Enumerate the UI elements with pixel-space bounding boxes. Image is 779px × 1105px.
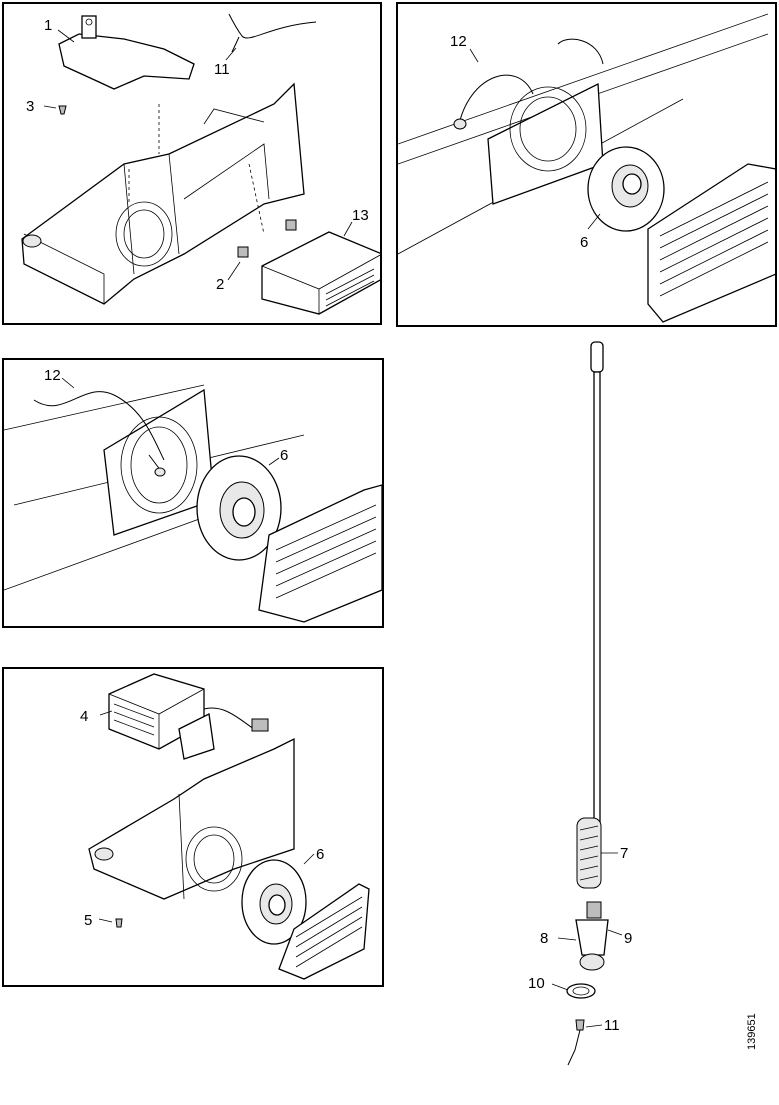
callout-12: 12	[44, 367, 61, 384]
callout-9: 9	[624, 930, 632, 947]
callout-7: 7	[620, 845, 628, 862]
callout-10: 10	[528, 975, 545, 992]
callout-4: 4	[80, 708, 88, 725]
antenna-illustration: 7 8 9 10 11	[528, 341, 632, 1066]
dash-speaker-illustration: 4 6 5	[80, 673, 370, 980]
callout-12: 12	[450, 33, 467, 50]
callout-11: 11	[604, 1017, 620, 1034]
dash-amplifier-illustration: 1 3 11 13 2	[21, 13, 380, 315]
callout-3: 3	[26, 98, 34, 115]
panel-door-speaker-upper: 6 12	[396, 2, 777, 327]
callout-6: 6	[316, 846, 324, 863]
callout-13: 13	[352, 207, 369, 224]
panel-dash-amplifier: 1 3 11 13 2	[2, 2, 382, 325]
callout-6: 6	[280, 447, 288, 464]
callout-1: 1	[44, 17, 52, 34]
callout-5: 5	[84, 912, 92, 929]
callout-6: 6	[580, 234, 588, 251]
door-speaker-upper-illustration: 6 12	[398, 13, 775, 323]
callout-11: 11	[214, 61, 230, 78]
door-speaker-lower-illustration: 6 12	[4, 367, 382, 623]
panel-dash-speaker: 4 6 5	[2, 667, 384, 987]
antenna-exploded-view: 7 8 9 10 11	[470, 330, 779, 1100]
panel-door-speaker-lower: 6 12	[2, 358, 384, 628]
callout-2: 2	[216, 276, 224, 293]
callout-8: 8	[540, 930, 548, 947]
figure-reference-code: 139651	[746, 1013, 758, 1050]
